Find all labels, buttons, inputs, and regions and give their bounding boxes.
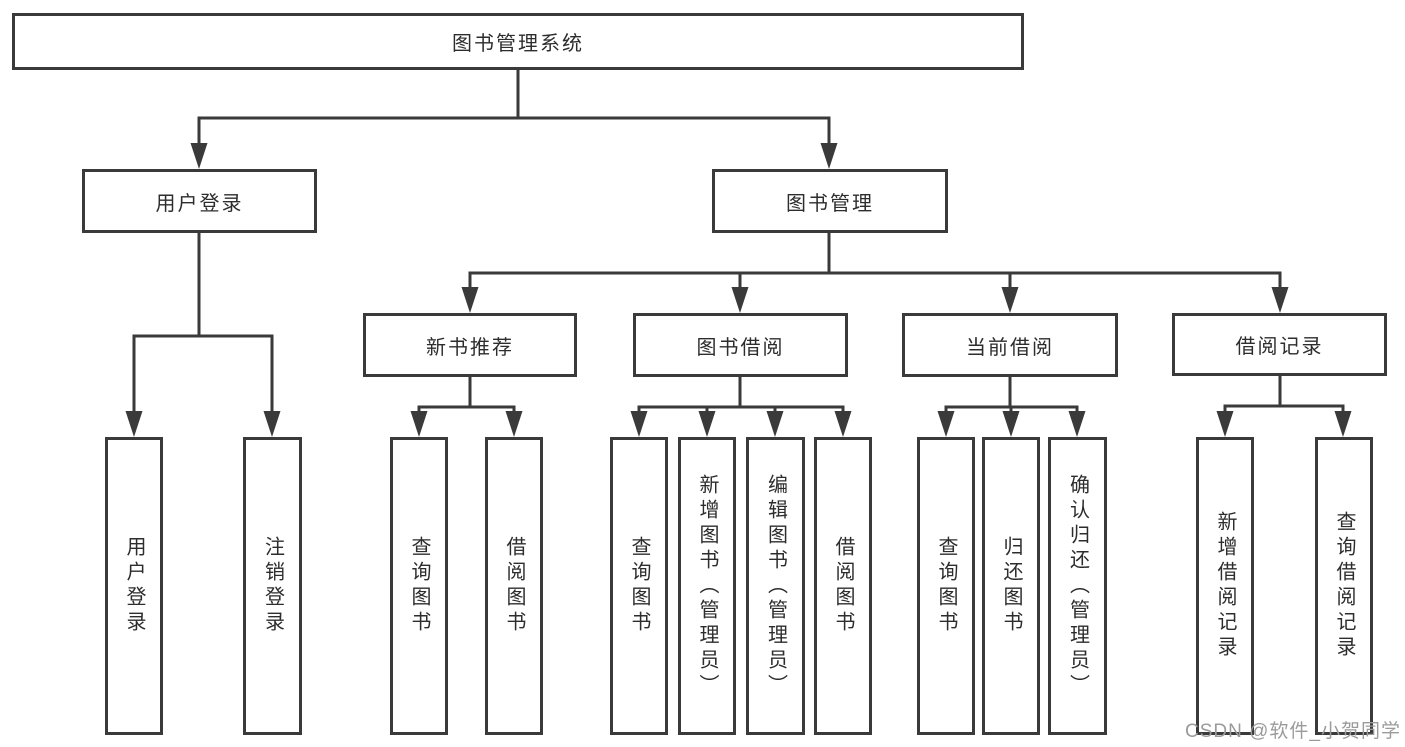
node-borrow-records: 借阅记录 [1172,313,1387,376]
leaf-edit-book-admin: 编辑图书（管理员） [746,437,805,735]
node-current-borrow: 当前借阅 [902,313,1118,377]
node-current-borrow-label: 当前借阅 [966,336,1054,359]
node-book-borrow: 图书借阅 [633,313,848,377]
node-root-label: 图书管理系统 [452,33,584,55]
leaf-borrow-book: 借阅图书 [485,437,543,735]
leaf-confirm-return-admin: 确认归还（管理员） [1048,437,1107,735]
leaf-logout: 注销登录 [243,437,302,735]
leaf-query-book: 查询图书 [917,437,975,735]
node-book-management-label: 图书管理 [786,192,874,215]
watermark-text: CSDN @软件_小贺同学 [1185,721,1401,742]
leaf-query-book: 查询图书 [610,437,668,735]
leaf-query-borrow-record: 查询借阅记录 [1315,437,1373,735]
node-new-book-recommend-label: 新书推荐 [426,336,514,359]
leaf-return-book: 归还图书 [982,437,1040,735]
leaf-borrow-book: 借阅图书 [814,437,872,735]
node-new-book-recommend: 新书推荐 [363,313,577,377]
node-user-login-label: 用户登录 [155,192,244,215]
node-root: 图书管理系统 [12,13,1024,70]
leaf-add-borrow-record: 新增借阅记录 [1196,437,1254,735]
node-user-login: 用户登录 [82,169,317,233]
node-book-borrow-label: 图书借阅 [696,336,785,359]
leaf-user-login: 用户登录 [105,437,163,735]
node-book-management: 图书管理 [712,169,948,233]
leaf-query-book: 查询图书 [390,437,448,735]
node-borrow-records-label: 借阅记录 [1235,336,1324,358]
leaf-add-book-admin: 新增图书（管理员） [678,437,736,735]
